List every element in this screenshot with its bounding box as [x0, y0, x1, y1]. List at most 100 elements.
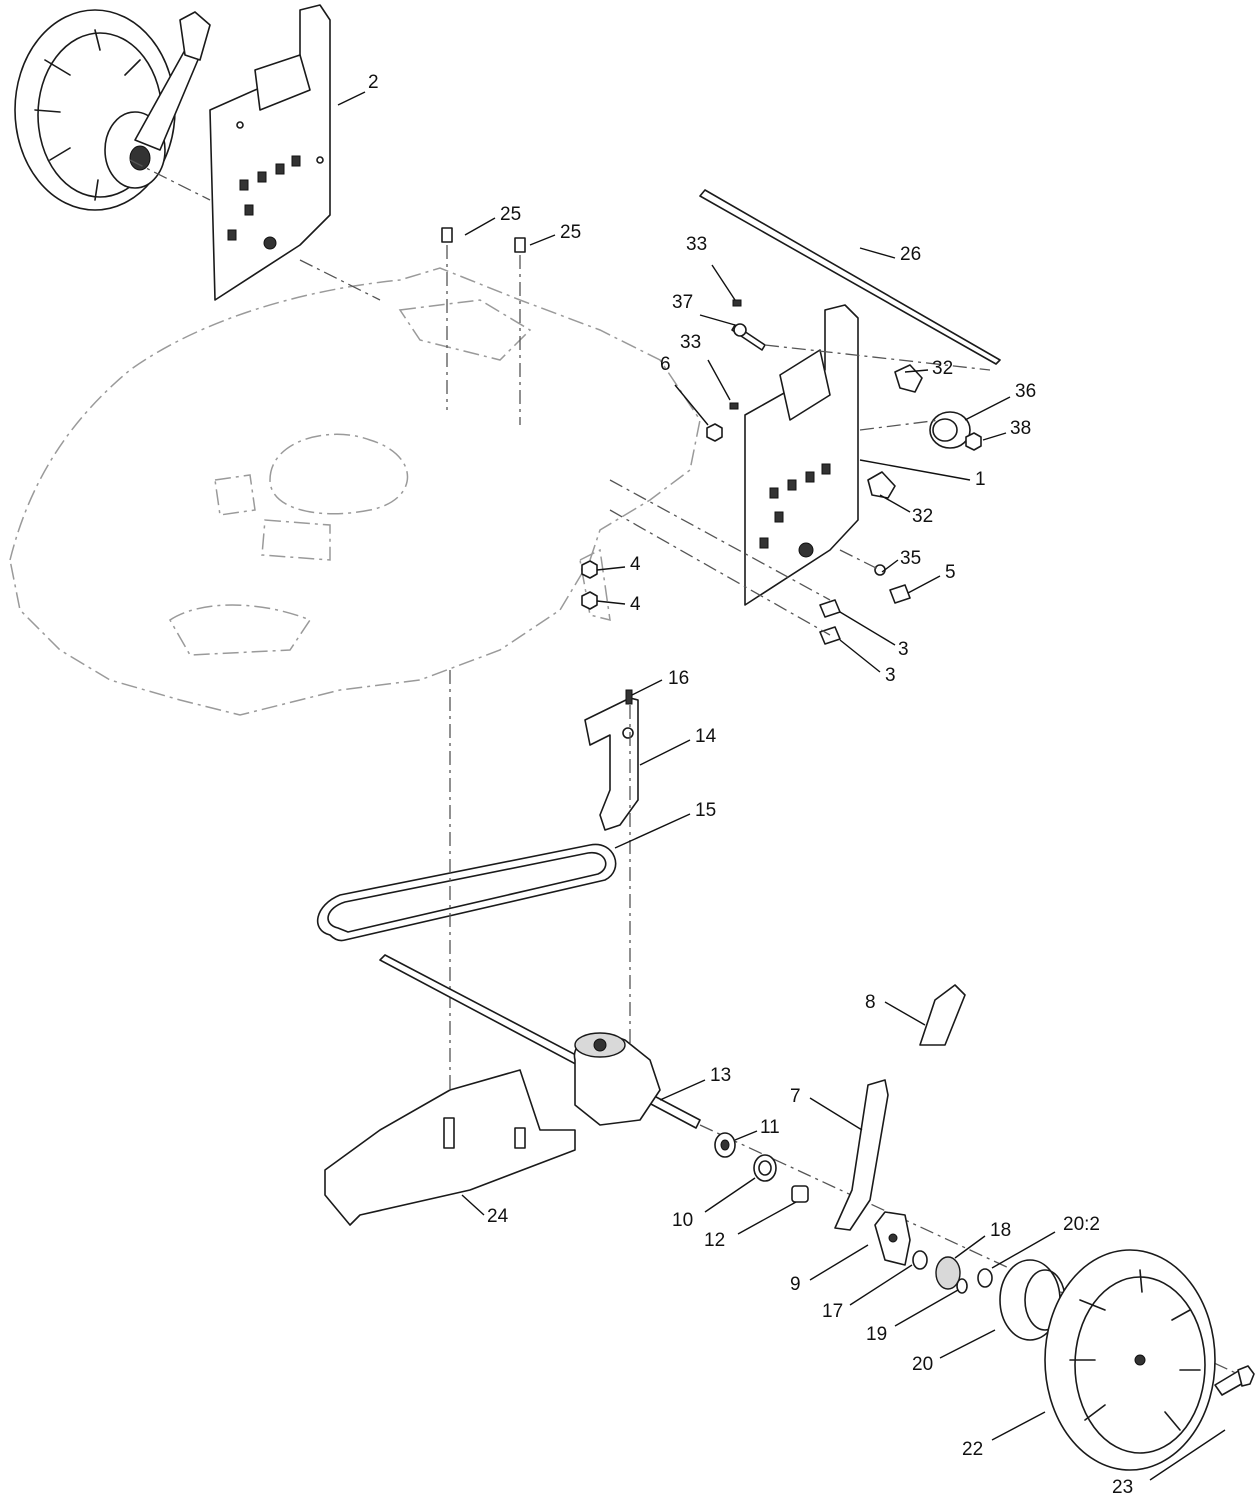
left-rear-wheel-assembly [14, 9, 211, 211]
part-23-bolt [1214, 1365, 1255, 1396]
callout-label-c17: 17 [822, 1301, 843, 1322]
callout-label-c22: 22 [962, 1439, 983, 1460]
leader-line-c22 [991, 1411, 1046, 1441]
part-26-rod [699, 189, 1001, 365]
part-19-ring [956, 1278, 968, 1294]
callout-label-c26: 26 [900, 244, 921, 265]
leader-line-c25b [529, 234, 556, 246]
leader-line-c18 [954, 1235, 986, 1259]
part-37-pin [731, 323, 766, 351]
part-17-washer [912, 1250, 928, 1270]
callout-label-c7: 7 [790, 1086, 801, 1107]
callout-label-c35: 35 [900, 548, 921, 569]
part-20x2-washer [977, 1268, 993, 1288]
part-6-nut [706, 423, 723, 442]
part-36-roller [929, 411, 971, 449]
leader-line-c11 [734, 1130, 758, 1141]
callout-label-c14: 14 [695, 726, 717, 747]
callout-label-c16: 16 [668, 668, 689, 689]
leader-line-c4b [596, 600, 626, 605]
part-18-gear [935, 1256, 961, 1290]
callout-label-c8: 8 [865, 992, 876, 1013]
callout-label-c4a: 4 [630, 554, 641, 575]
callout-label-c1: 1 [975, 469, 986, 490]
callout-label-c19: 19 [866, 1324, 887, 1345]
callout-label-c2: 2 [368, 72, 379, 93]
leader-line-c37 [699, 314, 736, 326]
leader-line-c19 [894, 1289, 959, 1327]
callout-label-c18: 18 [990, 1220, 1011, 1241]
leader-line-c12 [737, 1201, 797, 1235]
leader-line-c33b [707, 359, 731, 401]
callout-label-c32a: 32 [932, 358, 953, 379]
leader-line-c32b [879, 494, 911, 513]
callout-label-c33b: 33 [680, 332, 701, 353]
leader-line-c13 [659, 1079, 706, 1101]
part-11-bushing [714, 1132, 736, 1158]
callout-label-c20x2: 20:2 [1063, 1214, 1100, 1235]
callout-label-c37: 37 [672, 292, 693, 313]
leader-line-c16 [631, 679, 663, 696]
part-16-screw [625, 689, 633, 705]
part-25-bolts [441, 227, 526, 253]
leader-line-c23 [1149, 1429, 1226, 1481]
leader-line-c15 [614, 813, 691, 849]
leader-line-c24 [461, 1194, 485, 1216]
callout-label-c10: 10 [672, 1210, 693, 1231]
callout-label-c12: 12 [704, 1230, 725, 1251]
callout-label-c25a: 25 [500, 204, 521, 225]
part-24-cover [324, 1069, 576, 1226]
assembly-centerlines-upper [129, 159, 991, 636]
part-15-belt [316, 843, 617, 942]
part-38-nut [965, 432, 982, 451]
mower-deck-phantom [9, 267, 701, 716]
callout-label-c33a: 33 [686, 234, 707, 255]
leader-line-c4a [596, 566, 626, 571]
leader-line-c14 [639, 739, 691, 766]
part-7-arm [834, 1079, 889, 1231]
leader-line-c9 [809, 1244, 869, 1281]
leader-line-c3b [839, 639, 881, 673]
callout-label-c3b: 3 [885, 665, 896, 686]
part-1-height-plate [744, 304, 859, 606]
part-8-knob [919, 984, 966, 1046]
leader-line-c1 [859, 459, 971, 481]
leader-line-c6 [674, 384, 709, 426]
callout-label-c23: 23 [1112, 1477, 1133, 1498]
part-2-height-plate [209, 4, 331, 301]
callout-label-c25b: 25 [560, 222, 581, 243]
leader-line-c36 [964, 396, 1011, 421]
leader-line-c2 [337, 91, 366, 106]
leader-line-c25a [464, 217, 496, 236]
leader-line-c20 [939, 1329, 996, 1359]
callout-label-c20: 20 [912, 1354, 933, 1375]
leader-line-c32a [904, 369, 929, 373]
part-22-wheel [1044, 1249, 1216, 1471]
callout-label-c6: 6 [660, 354, 671, 375]
part-5-pin [889, 584, 911, 604]
leader-line-c8 [884, 1001, 926, 1026]
leader-line-c20x2 [991, 1231, 1056, 1269]
leader-line-c26 [859, 247, 896, 259]
part-33-screws [729, 299, 742, 410]
leader-line-c35 [881, 559, 899, 573]
callout-label-c5: 5 [945, 562, 956, 583]
part-35-screw [874, 564, 886, 576]
callout-label-c38: 38 [1010, 418, 1031, 439]
leader-line-c3a [839, 611, 896, 646]
part-9-plate [874, 1211, 911, 1266]
part-10-bearing [753, 1154, 777, 1182]
part-32-clips [867, 364, 923, 499]
callout-label-c11: 11 [760, 1117, 780, 1138]
leader-line-c33a [711, 264, 736, 301]
part-13-transmission [379, 954, 701, 1129]
leader-line-c17 [849, 1264, 913, 1306]
part-12-spacer [791, 1185, 809, 1203]
callout-label-c15: 15 [695, 800, 716, 821]
leader-line-c7 [809, 1097, 863, 1131]
callout-label-c36: 36 [1015, 381, 1036, 402]
leader-line-c10 [704, 1177, 756, 1213]
callout-label-c3a: 3 [898, 639, 909, 660]
